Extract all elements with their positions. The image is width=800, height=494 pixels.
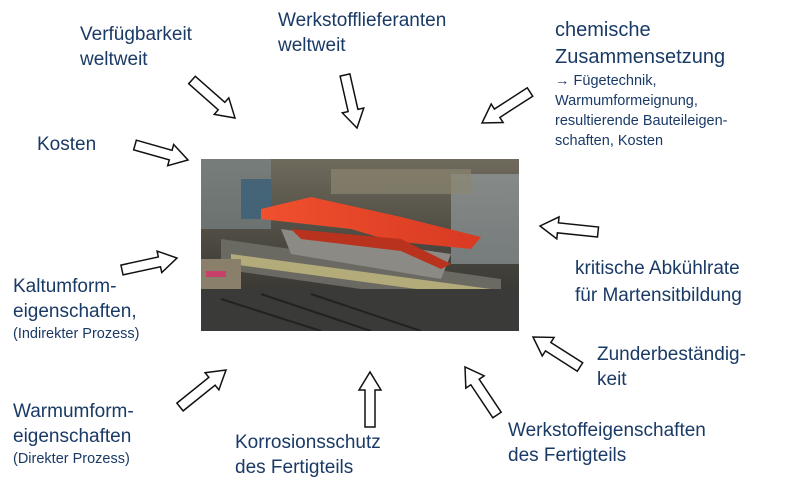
block-arrow-icon: [531, 336, 584, 373]
block-arrow-icon: [132, 139, 190, 167]
label-abkuehlrate: kritische Abkühlrate für Martensitbildun…: [575, 255, 742, 309]
text: kritische Abkühlrate: [575, 258, 740, 279]
block-arrow-icon: [175, 369, 228, 412]
text: Korrosionsschutz: [235, 432, 381, 453]
label-zunder: Zunderbeständig- keit: [597, 342, 746, 392]
block-arrow-icon: [538, 215, 600, 241]
label-kaltumform: Kaltumform- eigenschaften, (Indirekter P…: [13, 274, 140, 344]
subtext: Warmumformeignung,: [555, 93, 698, 109]
block-arrow-icon: [187, 75, 237, 119]
subtext: (Direkter Prozess): [13, 451, 130, 467]
label-kosten: Kosten: [37, 132, 96, 157]
text: Warmumform-: [13, 401, 134, 422]
label-werkstofflieferanten: Werkstofflieferanten weltweit: [278, 8, 446, 58]
text: keit: [597, 369, 627, 390]
text: Zusammensetzung: [555, 46, 726, 68]
subtext: schaften, Kosten: [555, 133, 664, 149]
text: weltweit: [278, 35, 346, 56]
label-chemische-zusammensetzung: chemische Zusammensetzung → Fügetechnik,…: [555, 17, 728, 151]
text: Kosten: [37, 134, 97, 155]
text: des Fertigteils: [508, 445, 627, 466]
text: Kaltumform-: [13, 276, 117, 297]
block-arrow-icon: [480, 86, 534, 124]
label-verfuegbarkeit: Verfügbarkeit weltweit: [80, 22, 192, 72]
text: Verfügbarkeit: [80, 24, 192, 45]
text: für Martensitbildung: [575, 285, 742, 306]
subtext: → Fügetechnik,: [555, 73, 657, 89]
text: chemische: [555, 19, 651, 41]
text: weltweit: [80, 49, 148, 70]
block-arrow-icon: [357, 370, 383, 428]
text: Zunderbeständig-: [597, 344, 746, 365]
subtext: (Indirekter Prozess): [13, 326, 140, 342]
label-werkstoffeigenschaften: Werkstoffeigenschaften des Fertigteils: [508, 418, 706, 468]
text: Werkstofflieferanten: [278, 10, 447, 31]
label-korrosionsschutz: Korrosionsschutz des Fertigteils: [235, 430, 381, 480]
text: eigenschaften,: [13, 301, 137, 322]
label-warmumform: Warmumform- eigenschaften (Direkter Proz…: [13, 399, 134, 469]
block-arrow-icon: [339, 72, 365, 130]
subtext: resultierende Bauteileigen-: [555, 113, 728, 129]
text: Werkstoffeigenschaften: [508, 420, 706, 441]
press-tool-photo: [201, 159, 519, 331]
text: des Fertigteils: [235, 457, 354, 478]
block-arrow-icon: [464, 365, 503, 419]
text: eigenschaften: [13, 426, 132, 447]
